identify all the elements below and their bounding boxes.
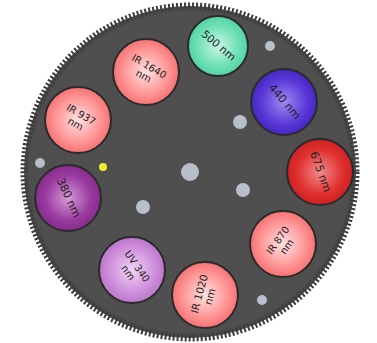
label-holder: IR 937 nm <box>53 99 104 141</box>
filter-label: 675 nm <box>307 150 333 194</box>
filter-label: IR 937 nm <box>53 99 104 141</box>
filter-label: 380 nm <box>54 176 83 219</box>
label-holder: UV 340 nm <box>110 245 154 295</box>
gear-teeth <box>24 6 356 338</box>
filter-circle: IR 870 nm <box>249 210 317 278</box>
label-holder: 440 nm <box>266 82 302 122</box>
filter-label: 440 nm <box>266 82 302 122</box>
label-holder: 500 nm <box>199 28 238 63</box>
filter-circle: 380 nm <box>34 164 102 232</box>
filter-label: IR 870 nm <box>261 219 305 269</box>
filter-circle: 675 nm <box>286 138 354 206</box>
filter-label: UV 340 nm <box>110 245 154 295</box>
label-holder: IR 1640 nm <box>121 51 172 93</box>
holes <box>35 41 275 305</box>
filter-circle: 440 nm <box>250 68 318 136</box>
filter-circle: 500 nm <box>187 15 249 77</box>
filter-label: IR 1020 nm <box>188 270 222 320</box>
filter-circle: IR 1640 nm <box>112 38 180 106</box>
label-holder: IR 870 nm <box>261 219 305 269</box>
marker-dot <box>99 163 107 171</box>
filter-label: 500 nm <box>199 28 238 63</box>
label-holder: 675 nm <box>307 150 333 194</box>
filter-label: IR 1640 nm <box>121 51 172 93</box>
filter-circle: UV 340 nm <box>98 236 166 304</box>
label-holder: IR 1020 nm <box>188 270 222 320</box>
filter-circle: IR 1020 nm <box>171 261 239 329</box>
label-holder: 380 nm <box>54 176 83 219</box>
filter-circle: IR 937 nm <box>44 86 112 154</box>
